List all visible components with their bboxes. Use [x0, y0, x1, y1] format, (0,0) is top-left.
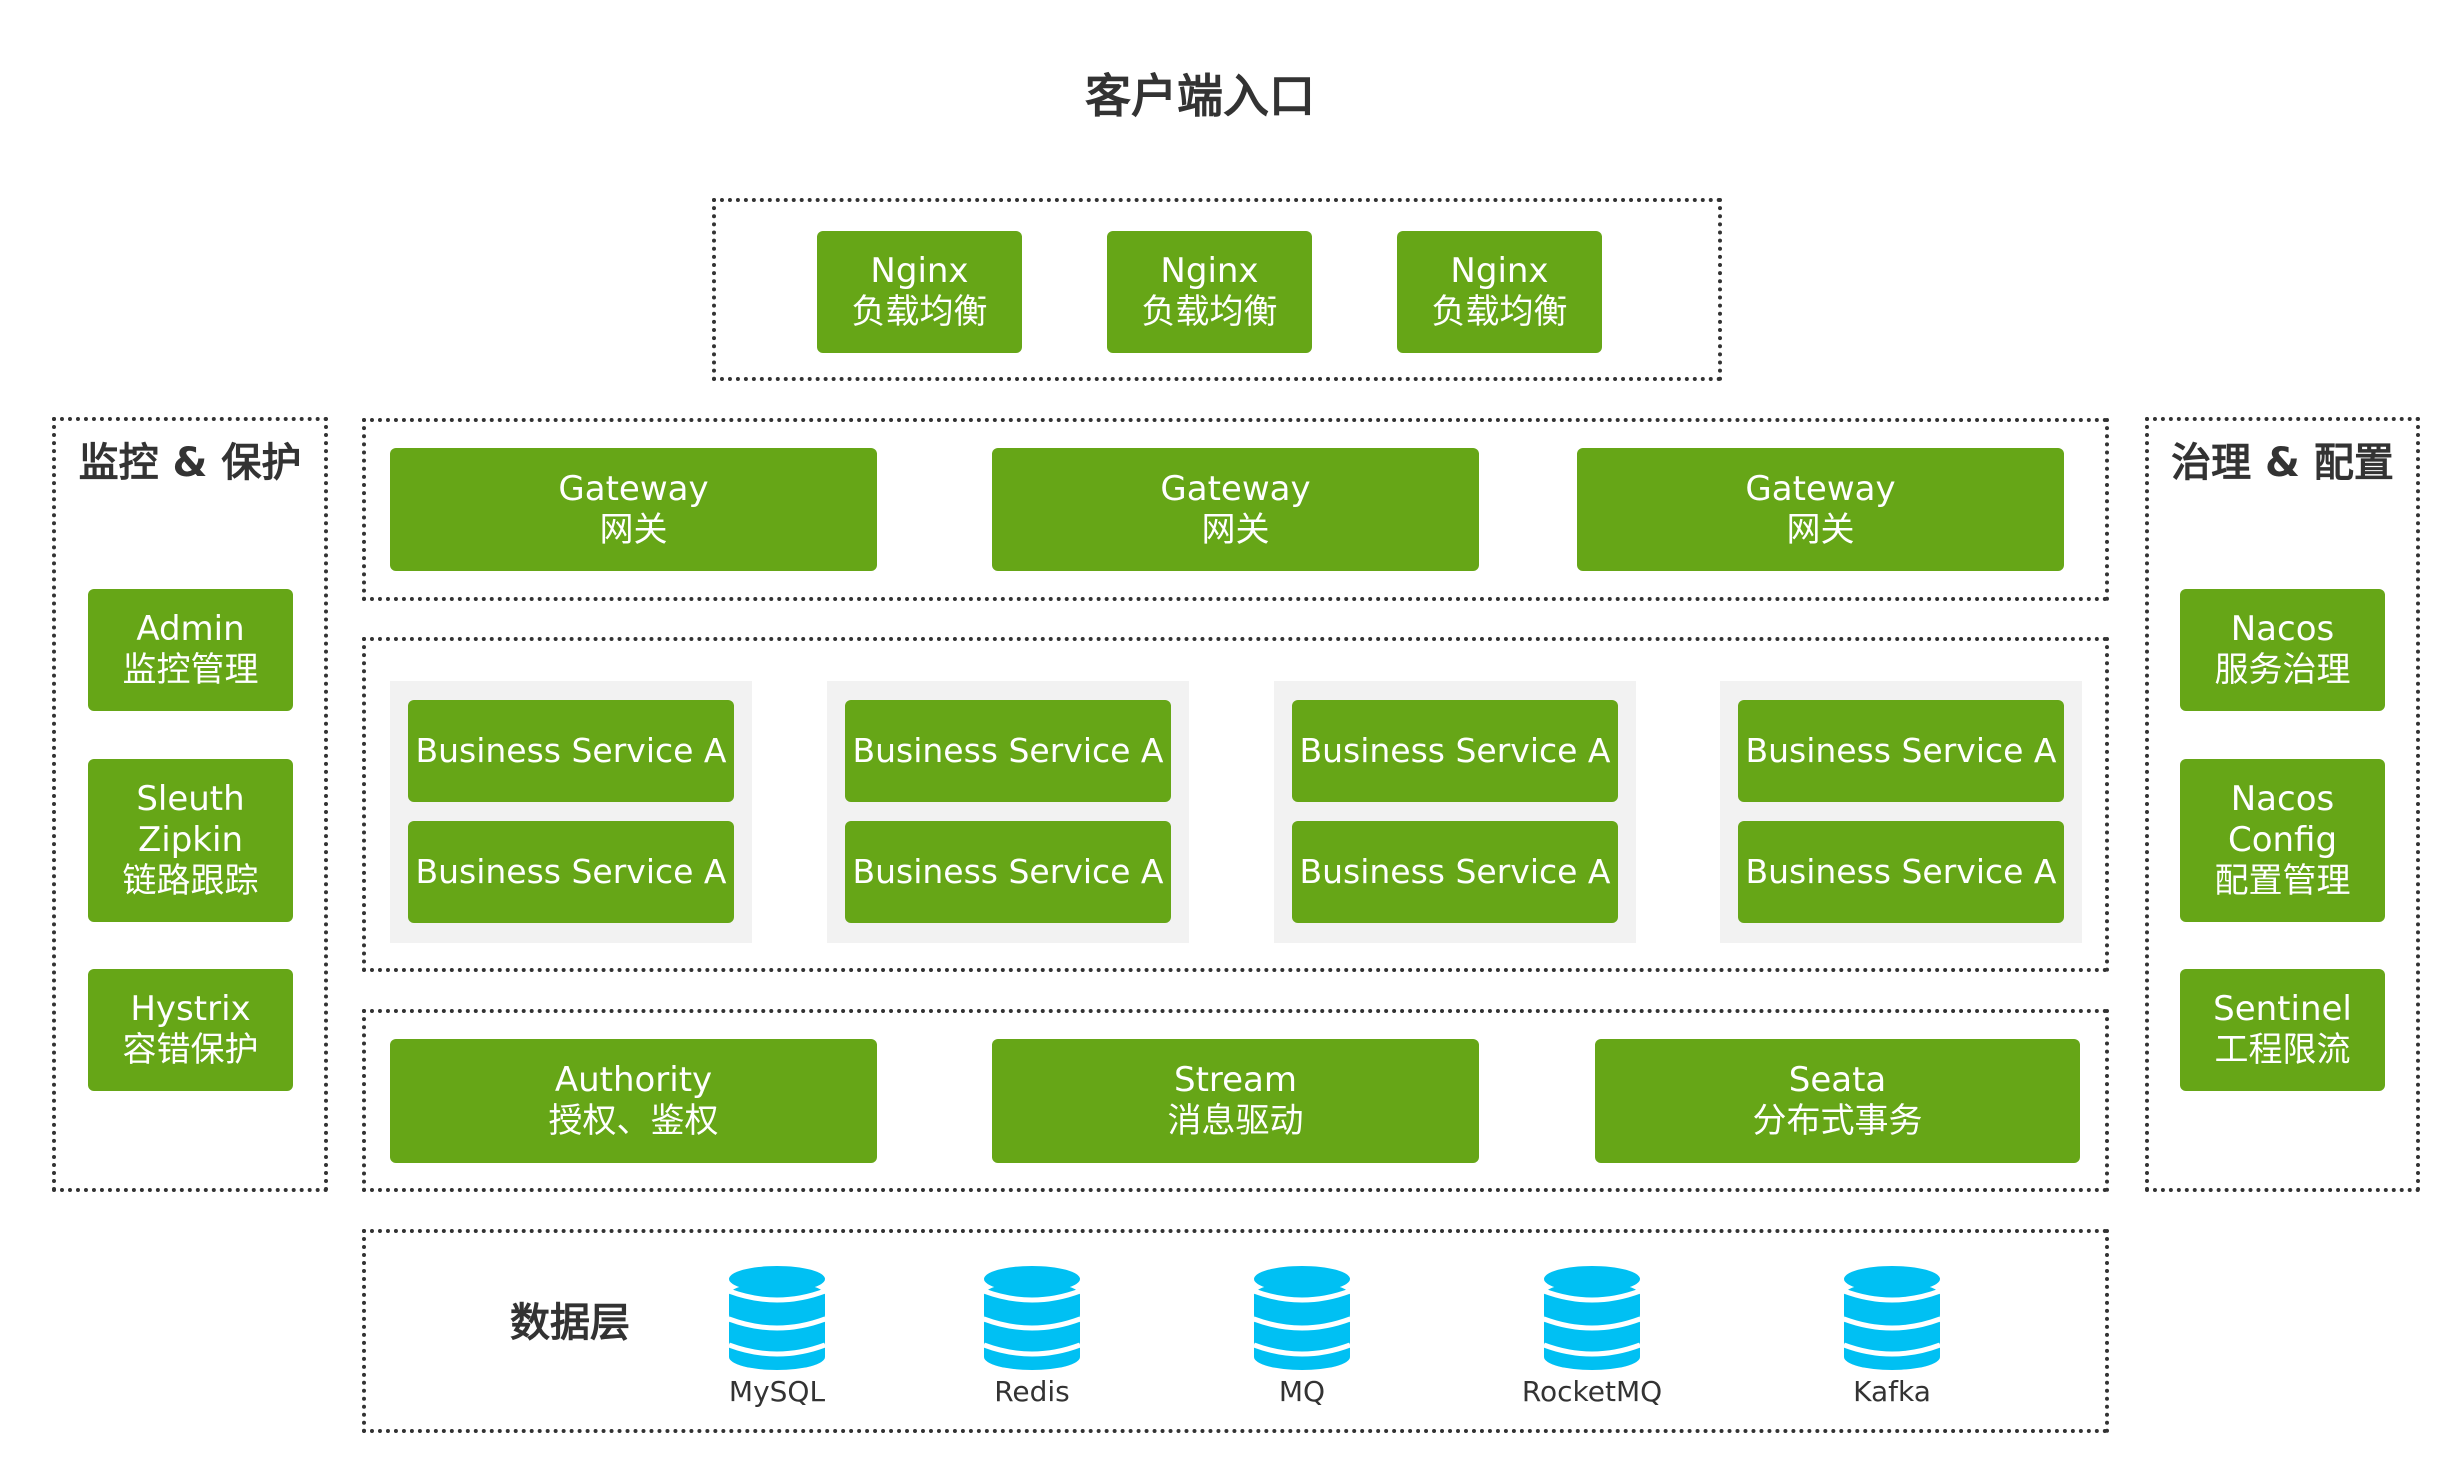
line: Hystrix [130, 989, 251, 1030]
db-label-redis: Redis [994, 1375, 1070, 1408]
database-icon [983, 1266, 1081, 1370]
nginx-box-3[interactable]: Nginx 负载均衡 [1397, 231, 1602, 353]
gateway-box-1[interactable]: Gateway 网关 [390, 448, 877, 571]
database-icon [728, 1266, 826, 1370]
database-icon [1843, 1266, 1941, 1370]
middleware-desc: 分布式事务 [1752, 1101, 1923, 1141]
gateway-name: Gateway [1745, 468, 1896, 509]
stream-box[interactable]: Stream 消息驱动 [992, 1039, 1479, 1163]
line: 容错保护 [122, 1030, 259, 1070]
line: Nacos [2230, 609, 2335, 650]
db-label-kafka: Kafka [1853, 1375, 1931, 1408]
hystrix-box[interactable]: Hystrix 容错保护 [88, 969, 293, 1091]
nacos-box[interactable]: Nacos 服务治理 [2180, 589, 2385, 711]
sentinel-box[interactable]: Sentinel 工程限流 [2180, 969, 2385, 1091]
middleware-name: Stream [1173, 1060, 1298, 1101]
line: 配置管理 [2214, 860, 2351, 901]
authority-box[interactable]: Authority 授权、鉴权 [390, 1039, 877, 1163]
admin-box[interactable]: Admin 监控管理 [88, 589, 293, 711]
line: Config [2227, 820, 2338, 861]
governance-panel [2145, 417, 2420, 1192]
nginx-desc: 负载均衡 [1431, 292, 1568, 332]
sleuth-box[interactable]: Sleuth Zipkin 链路跟踪 [88, 759, 293, 922]
gateway-name: Gateway [1160, 468, 1311, 509]
line: 链路跟踪 [122, 860, 259, 901]
business-service-box[interactable]: Business Service A [408, 821, 734, 923]
monitor-panel-title: 监控 & 保护 [78, 440, 302, 486]
business-service-box[interactable]: Business Service A [1292, 700, 1618, 802]
nginx-box-1[interactable]: Nginx 负载均衡 [817, 231, 1022, 353]
middleware-group [362, 1009, 2109, 1192]
nginx-box-2[interactable]: Nginx 负载均衡 [1107, 231, 1312, 353]
nginx-desc: 负载均衡 [851, 292, 988, 332]
seata-box[interactable]: Seata 分布式事务 [1595, 1039, 2080, 1163]
line: Admin [136, 609, 245, 650]
gateway-name: Gateway [558, 468, 709, 509]
line: 工程限流 [2214, 1030, 2351, 1070]
business-service-box[interactable]: Business Service A [408, 700, 734, 802]
business-service-box[interactable]: Business Service A [845, 700, 1171, 802]
line: Nacos [2230, 779, 2335, 820]
gateway-desc: 网关 [1786, 509, 1855, 550]
nacos-config-box[interactable]: Nacos Config 配置管理 [2180, 759, 2385, 922]
line: Sleuth [136, 779, 245, 820]
nginx-name: Nginx [1160, 251, 1259, 292]
business-service-box[interactable]: Business Service A [1738, 700, 2064, 802]
gateway-box-3[interactable]: Gateway 网关 [1577, 448, 2064, 571]
business-service-box[interactable]: Business Service A [845, 821, 1171, 923]
data-layer-group [362, 1229, 2109, 1433]
business-service-box[interactable]: Business Service A [1292, 821, 1618, 923]
line: Zipkin [137, 820, 243, 861]
line: 服务治理 [2214, 650, 2351, 690]
business-service-box[interactable]: Business Service A [1738, 821, 2064, 923]
page-title: 客户端入口 [1085, 69, 1315, 123]
middleware-name: Authority [554, 1060, 713, 1101]
gateway-group [362, 418, 2109, 601]
line: Sentinel [2213, 989, 2352, 1030]
nginx-name: Nginx [1450, 251, 1549, 292]
nginx-group [712, 198, 1722, 381]
db-label-rocketmq: RocketMQ [1521, 1375, 1663, 1408]
business-group [362, 637, 2109, 972]
middleware-name: Seata [1788, 1060, 1887, 1101]
middleware-desc: 消息驱动 [1167, 1101, 1304, 1141]
gateway-desc: 网关 [599, 509, 668, 550]
data-layer-title: 数据层 [510, 1300, 630, 1346]
db-label-mq: MQ [1278, 1375, 1326, 1408]
governance-panel-title: 治理 & 配置 [2171, 440, 2394, 486]
gateway-desc: 网关 [1201, 509, 1270, 550]
middleware-desc: 授权、鉴权 [548, 1101, 719, 1141]
monitor-panel [52, 417, 328, 1192]
database-icon [1253, 1266, 1351, 1370]
line: 监控管理 [122, 650, 259, 690]
db-label-mysql: MySQL [728, 1375, 826, 1408]
nginx-name: Nginx [870, 251, 969, 292]
gateway-box-2[interactable]: Gateway 网关 [992, 448, 1479, 571]
nginx-desc: 负载均衡 [1141, 292, 1278, 332]
database-icon [1543, 1266, 1641, 1370]
